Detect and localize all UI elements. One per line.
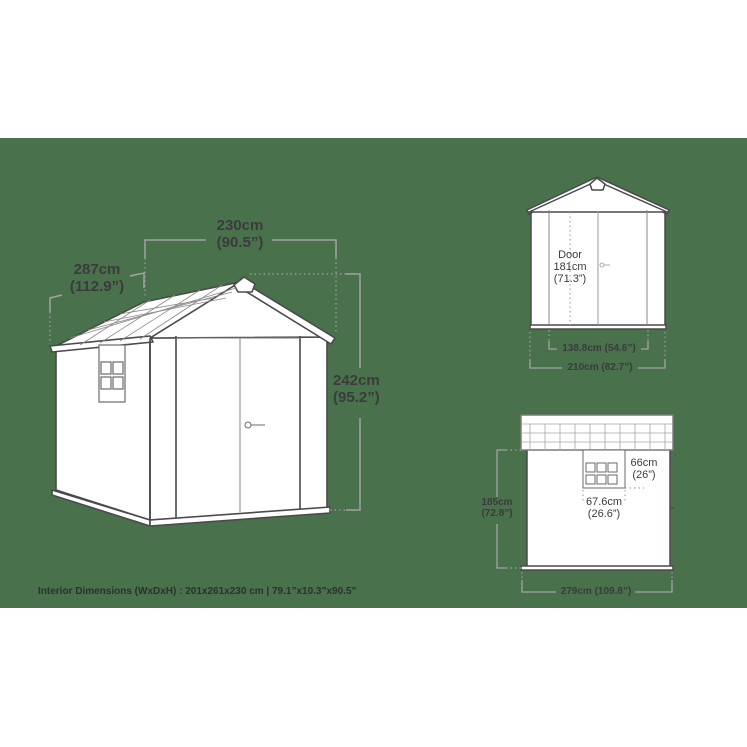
side-window bbox=[582, 449, 626, 489]
depth-in: (112.9”) bbox=[69, 277, 125, 295]
door-in: (71.3”) bbox=[553, 273, 587, 286]
wall-height-in: (72.8”) bbox=[481, 508, 513, 519]
interior-dimensions-text: Interior Dimensions (WxDxH) : 201x261x23… bbox=[38, 586, 357, 597]
side-total-length-text: 279cm (109.8”) bbox=[560, 586, 632, 597]
side-roof-shingles bbox=[521, 423, 673, 450]
front-door-handle-icon bbox=[599, 262, 610, 268]
depth-dimension-label: 287cm (112.9”) bbox=[62, 261, 132, 295]
side-dotted-guides bbox=[506, 449, 673, 580]
height-dimension-label: 242cm (95.2”) bbox=[333, 372, 393, 406]
depth-cm: 287cm bbox=[73, 261, 121, 278]
window-width-cm: 67.6cm bbox=[585, 496, 623, 508]
door-width-text: 138.8cm (54.6”) bbox=[562, 343, 636, 354]
height-cm: 242cm bbox=[333, 372, 380, 389]
width-in: (90.5”) bbox=[216, 233, 264, 251]
perspective-dotted-guides bbox=[49, 258, 346, 511]
door-height-label: Door 181cm (71.3”) bbox=[548, 249, 592, 285]
door-cm: 181cm bbox=[553, 261, 587, 274]
front-dimension-lines bbox=[529, 341, 666, 369]
window-height-cm: 66cm bbox=[630, 457, 658, 469]
door-handle-icon bbox=[244, 421, 265, 429]
perspective-dimension-lines bbox=[49, 239, 361, 511]
door-width-label: 138.8cm (54.6”) bbox=[557, 343, 641, 354]
window-height-label: 66cm (26”) bbox=[626, 457, 662, 481]
window-width-label: 67.6cm (26.6”) bbox=[582, 496, 626, 520]
width-cm: 230cm bbox=[216, 217, 264, 234]
width-dimension-label: 230cm (90.5”) bbox=[205, 217, 275, 251]
window-width-in: (26.6”) bbox=[587, 508, 621, 521]
wall-height-label: 185cm (72.8”) bbox=[476, 497, 518, 519]
door-label: Door bbox=[558, 249, 582, 261]
height-in: (95.2”) bbox=[333, 388, 380, 406]
roof-shingles bbox=[69, 284, 237, 346]
wall-height-cm: 185cm bbox=[481, 497, 513, 508]
front-total-width-text: 210cm (82.7”) bbox=[567, 362, 633, 373]
side-dimension-lines bbox=[496, 449, 673, 593]
front-total-width-label: 210cm (82.7”) bbox=[561, 362, 639, 373]
window-height-in: (26”) bbox=[632, 469, 656, 482]
front-shed bbox=[526, 176, 670, 330]
front-dotted-guides bbox=[529, 212, 666, 360]
side-total-length-label: 279cm (109.8”) bbox=[556, 586, 636, 597]
perspective-window bbox=[98, 344, 126, 403]
perspective-shed bbox=[49, 276, 336, 527]
